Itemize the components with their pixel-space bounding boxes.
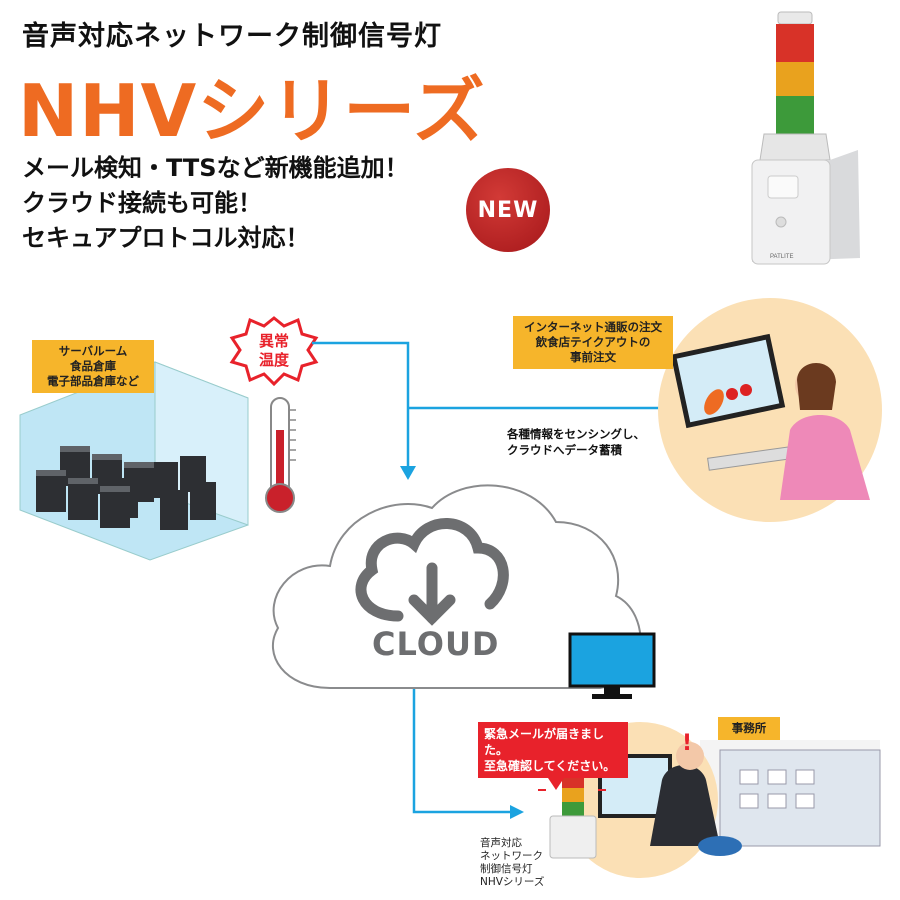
cloud-download-icon (355, 518, 509, 626)
abnormal-temperature-label: 異常 温度 (250, 332, 298, 370)
signal-tower-product: PATLITE (751, 11, 860, 265)
monitor-icon (568, 632, 656, 699)
tag-line: サーバルーム (58, 344, 128, 358)
alert-line-2: 至急確認してください。 (484, 759, 616, 773)
feature-line-1: メール検知・TTSなど新機能追加！ (22, 154, 409, 182)
product-subtitle: 音声対応ネットワーク制御信号灯 (22, 21, 442, 52)
alert-line-1: 緊急メールが届きました。 (484, 727, 605, 757)
online-order-illustration (658, 298, 882, 522)
tag-line: インターネット通販の注文 (524, 320, 662, 334)
alert-burst-icon (229, 316, 319, 387)
cloud-shape (272, 484, 642, 689)
abnormal-line-1: 異常 (258, 332, 289, 350)
abnormal-line-2: 温度 (258, 351, 289, 369)
online-order-tag: インターネット通販の注文 飲食店テイクアウトの 事前注文 (513, 316, 673, 369)
server-room-illustration (19, 361, 249, 561)
tag-line: 事前注文 (570, 350, 616, 364)
connection-lines (312, 341, 660, 814)
feature-line-2: クラウド接続も可能！ (22, 189, 262, 217)
thermometer-icon (265, 397, 296, 513)
alert-message-bubble: 緊急メールが届きました。 至急確認してください。 (478, 722, 628, 790)
tag-line: 電子部品倉庫など (47, 374, 139, 388)
brand-label: PATLITE (770, 254, 793, 260)
tag-line: 食品倉庫 (70, 359, 116, 373)
exclamation-icon: ! (682, 731, 692, 756)
server-room-tag: サーバルーム 食品倉庫 電子部品倉庫など (32, 340, 154, 393)
arrow-down-icon (400, 466, 416, 480)
new-badge: NEW (466, 168, 550, 252)
sensing-note: 各種情報をセンシングし、 クラウドへデータ蓄積 (507, 426, 645, 458)
note-line: クラウドへデータ蓄積 (507, 443, 622, 457)
feature-line-3: セキュアプロトコル対応！ (22, 224, 310, 252)
arrow-right-icon (510, 805, 524, 819)
cloud-label: CLOUD (372, 625, 500, 663)
tag-line: 飲食店テイクアウトの (535, 335, 651, 349)
nhv-product-label: 音声対応 ネットワーク 制御信号灯 NHVシリーズ (480, 837, 545, 888)
office-tag: 事務所 (718, 717, 780, 740)
series-title: NHVシリーズ (18, 69, 486, 153)
note-line: 各種情報をセンシングし、 (507, 427, 645, 441)
